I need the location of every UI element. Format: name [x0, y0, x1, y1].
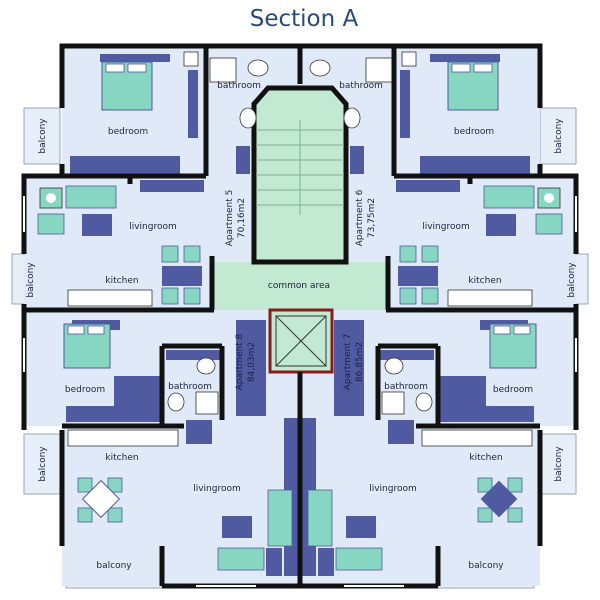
apartment-8-name: Apartment 8 [235, 333, 245, 390]
plant-centers [46, 193, 554, 203]
label-bathroom-bottom-right: bathroom [384, 382, 428, 392]
apartment-6-area: 73,75m2 [367, 198, 377, 238]
sofas-chairs [37, 185, 563, 571]
label-kitchen-top-right: kitchen [468, 276, 501, 286]
apartment-8-area: 84,03m2 [247, 342, 257, 382]
apartment-6-name: Apartment 6 [355, 189, 365, 246]
walls [21, 43, 579, 589]
apartment-labels: Apartment 5 70,16m2 Apartment 6 73,75m2 … [225, 189, 377, 390]
label-bedroom-bottom-right: bedroom [493, 385, 533, 395]
label-balcony-left-3: balcony [38, 446, 48, 482]
balcony-left-1 [23, 107, 61, 165]
elevator [268, 308, 334, 374]
label-livingroom-bottom-right: livingroom [369, 484, 417, 494]
furniture-dark [66, 54, 534, 576]
apartment-7-area: 86,85m2 [355, 342, 365, 382]
windows [23, 196, 577, 587]
label-balcony-right-3: balcony [554, 446, 564, 482]
label-bedroom-bottom-left: bedroom [65, 385, 105, 395]
label-kitchen-bottom-left: kitchen [105, 453, 138, 463]
common-area [212, 262, 388, 310]
label-livingroom-bottom-left: livingroom [193, 484, 241, 494]
label-livingroom-top-right: livingroom [422, 222, 470, 232]
room-labels: bathroom bathroom bedroom bedroom balcon… [26, 81, 577, 571]
label-balcony-left-1: balcony [38, 118, 48, 154]
label-bathroom-bottom-left: bathroom [168, 382, 212, 392]
label-balcony-right-1: balcony [554, 118, 564, 154]
label-balcony-bottom-left: balcony [96, 561, 132, 571]
apartment-5-name: Apartment 5 [225, 190, 235, 247]
kitchen-counters [67, 289, 533, 447]
label-balcony-right-2: balcony [567, 262, 577, 298]
label-bathroom-top-right: bathroom [339, 81, 383, 91]
plan-title: Section A [250, 6, 359, 32]
label-kitchen-top-left: kitchen [105, 276, 138, 286]
apartment-5-area: 70,16m2 [237, 198, 247, 238]
balcony-right-1 [539, 107, 577, 165]
label-livingroom-top-left: livingroom [129, 222, 177, 232]
label-bedroom-top-right: bedroom [454, 127, 494, 137]
stair-steps [256, 120, 344, 215]
pillows [67, 63, 531, 335]
label-kitchen-bottom-right: kitchen [469, 453, 502, 463]
label-common-area: common area [268, 281, 330, 291]
label-balcony-left-2: balcony [26, 262, 36, 298]
label-bathroom-top-left: bathroom [217, 81, 261, 91]
bathroom-fixtures [167, 51, 433, 415]
balcony-left-3 [23, 433, 61, 495]
label-balcony-bottom-right: balcony [468, 561, 504, 571]
dining-table-right [480, 480, 518, 518]
dining-table-left [81, 479, 121, 519]
apartment-7-name: Apartment 7 [343, 334, 353, 391]
label-bedroom-top-left: bedroom [108, 127, 148, 137]
